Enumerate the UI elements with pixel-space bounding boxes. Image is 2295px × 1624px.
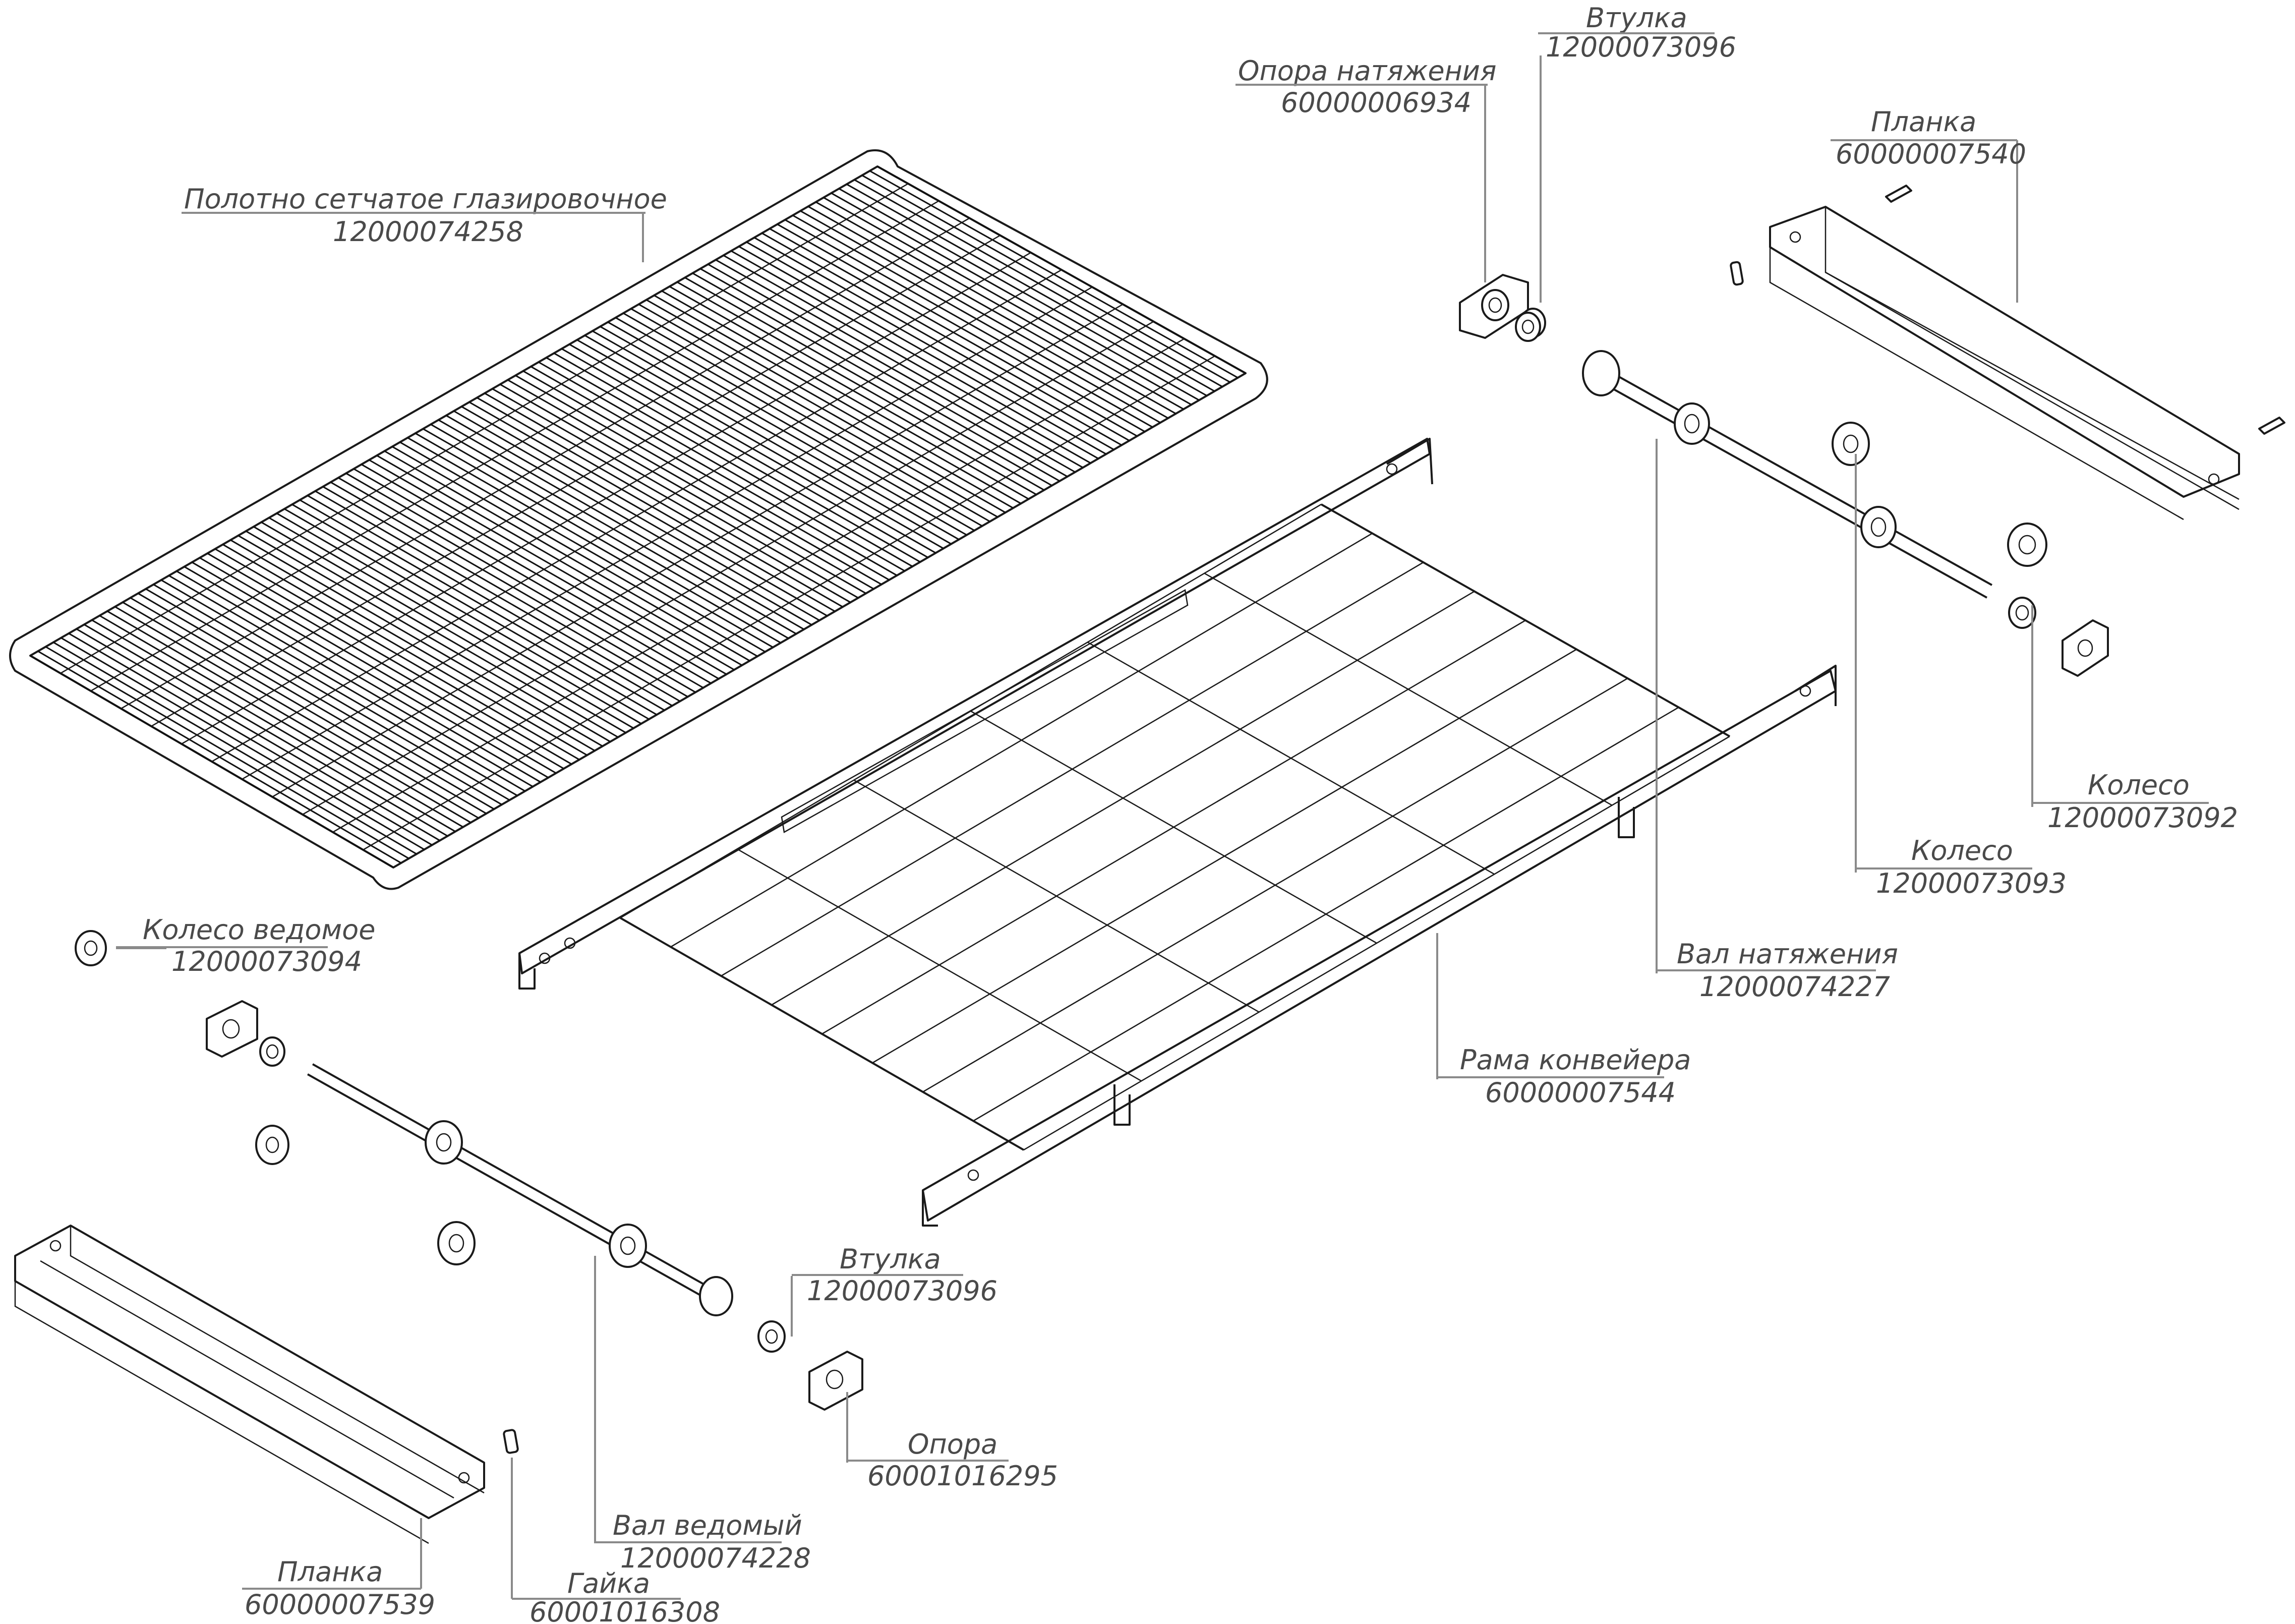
callout-bushing-bottom-name: Втулка <box>840 1243 941 1275</box>
callout-strip-top: Планка 60000007540 <box>1831 106 2026 170</box>
leader-lines <box>116 55 2033 1599</box>
callout-wheel-92-name: Колесо <box>2088 769 2190 801</box>
callout-driven-wheel: Колесо ведомое 12000073094 <box>116 914 375 977</box>
belt-mesh-rod <box>272 304 1124 798</box>
callout-support-bottom-name: Опора <box>908 1428 997 1460</box>
callout-driven-shaft-name: Вал ведомый <box>613 1510 802 1541</box>
callout-support-bottom: Опора 60001016295 <box>847 1428 1058 1492</box>
callout-strip-top-code: 60000007540 <box>1836 138 2026 170</box>
belt-mesh-rod <box>90 200 939 692</box>
callout-conveyor-frame-code: 60000007544 <box>1485 1077 1676 1109</box>
belt-mesh-rod <box>121 217 970 710</box>
nut-part <box>503 1429 519 1454</box>
belt-mesh-rod <box>60 183 909 674</box>
frame-grid-crossbar <box>1321 503 1730 737</box>
callout-conveyor-frame-name: Рама конвейера <box>1460 1044 1691 1076</box>
callout-strip-top-name: Планка <box>1871 106 1976 138</box>
frame-grid-crossbar <box>1204 572 1613 806</box>
support-left-part <box>206 1000 289 1165</box>
callout-wheel-92: Колесо 12000073092 <box>2032 769 2238 834</box>
bushing-bottom-part <box>757 1320 786 1353</box>
callout-bushing-bottom: Втулка 12000073096 <box>792 1243 997 1307</box>
belt-mesh-rod <box>151 235 1001 727</box>
callout-bushing-top-name: Втулка <box>1586 2 1687 34</box>
driven-wheel-part <box>75 930 107 966</box>
wheel-92-part <box>2007 523 2109 677</box>
support-bottom-part <box>808 1351 863 1411</box>
callout-nut: Гайка 60001016308 <box>512 1568 720 1624</box>
callout-wheel-92-code: 12000073092 <box>2047 802 2238 834</box>
callout-nut-code: 60001016308 <box>529 1596 720 1624</box>
tension-support-top-part <box>1459 274 1529 339</box>
callout-conveyor-frame: Рама конвейера 60000007544 <box>1437 1044 1691 1109</box>
callout-driven-wheel-code: 12000073094 <box>171 946 362 977</box>
strip-bottom-part <box>14 1225 485 1544</box>
frame-grid-crossbar <box>620 917 1024 1151</box>
callout-mesh-belt-name: Полотно сетчатое глазировочное <box>184 183 667 215</box>
frame-grid-crossbar <box>737 848 1142 1082</box>
belt-mesh-rod <box>181 252 1031 745</box>
callout-mesh-belt-code: 12000074258 <box>333 216 523 248</box>
callout-nut-name: Гайка <box>567 1568 650 1599</box>
callout-strip-bottom: Планка 60000007539 <box>242 1556 435 1620</box>
strip-top-part <box>1730 185 2285 520</box>
callout-tension-support: Опора натяжения 60000006934 <box>1235 55 1496 119</box>
mesh-belt-part <box>9 149 1268 890</box>
callout-driven-shaft: Вал ведомый 12000074228 <box>595 1510 811 1574</box>
wheel-93-part <box>1832 422 1870 466</box>
belt-mesh-rod <box>363 355 1215 851</box>
callout-bushing-top-code: 12000073096 <box>1546 31 1736 63</box>
callout-wheel-93-name: Колесо <box>1911 835 2013 866</box>
belt-mesh-rod <box>302 321 1154 816</box>
frame-grid-crossbar <box>970 710 1377 944</box>
conveyor-frame-part <box>518 438 1837 1227</box>
callout-bushing-top: Втулка 12000073096 <box>1538 2 1736 63</box>
belt-mesh-rod <box>242 286 1093 780</box>
callout-mesh-belt: Полотно сетчатое глазировочное 120000742… <box>182 183 667 248</box>
bushing-top-part <box>1515 308 1546 342</box>
callout-strip-bottom-code: 60000007539 <box>245 1589 435 1620</box>
callout-strip-bottom-name: Планка <box>277 1556 383 1588</box>
callout-tension-shaft: Вал натяжения 12000074227 <box>1657 938 1898 1003</box>
callout-driven-shaft-code: 12000074228 <box>620 1542 811 1574</box>
callout-tension-support-code: 60000006934 <box>1281 87 1472 119</box>
frame-grid-crossbar <box>1087 642 1495 875</box>
frame-grid-crossbar <box>853 779 1260 1013</box>
belt-mesh-rod <box>332 338 1185 833</box>
callout-bushing-bottom-code: 12000073096 <box>807 1275 997 1307</box>
tension-shaft-part <box>1582 350 1992 599</box>
callout-tension-shaft-name: Вал натяжения <box>1677 938 1898 970</box>
driven-shaft-part <box>307 1063 733 1316</box>
belt-mesh-rod <box>211 269 1062 763</box>
callout-tension-shaft-code: 12000074227 <box>1699 971 1890 1003</box>
callout-tension-support-name: Опора натяжения <box>1238 55 1496 87</box>
callout-driven-wheel-name: Колесо ведомое <box>143 914 375 946</box>
callout-wheel-93-code: 12000073093 <box>1876 867 2067 899</box>
callout-wheel-93: Колесо 12000073093 <box>1856 835 2067 899</box>
callout-support-bottom-code: 60001016295 <box>867 1460 1058 1492</box>
